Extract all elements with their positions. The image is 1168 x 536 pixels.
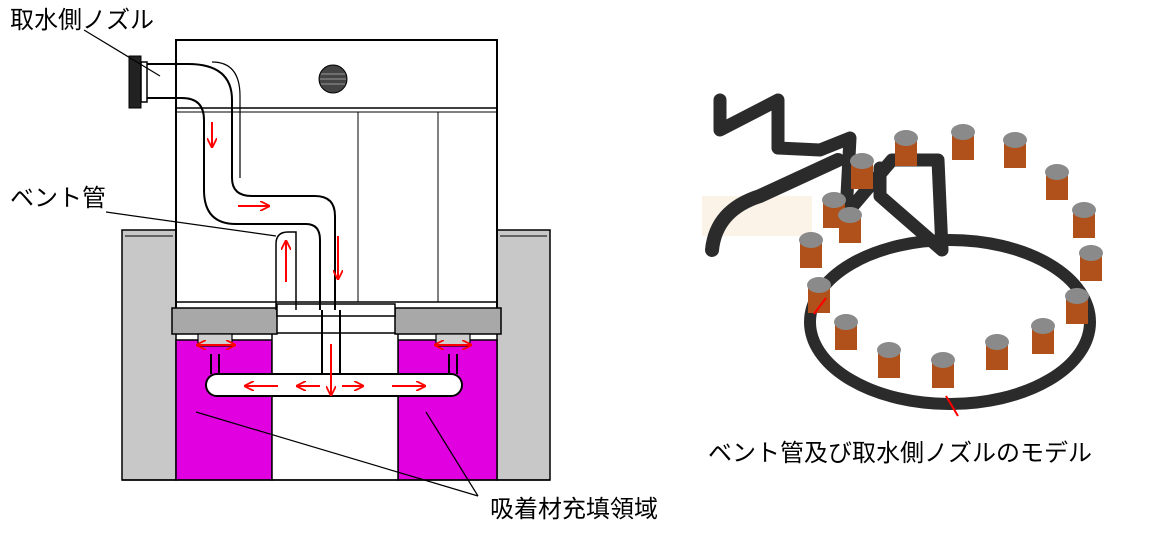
- adsorbent-region-left: [175, 339, 273, 481]
- model-nozzles: [799, 124, 1103, 388]
- model-nozzle: [807, 277, 831, 313]
- model-caption: ベント管及び取水側ノズルのモデル: [708, 439, 1092, 467]
- model-vent-pipe: [713, 93, 949, 257]
- right-outer-wall: [496, 229, 551, 481]
- leader-line-adsorbent-left: [195, 411, 479, 497]
- center-column: [271, 332, 399, 481]
- flow-arrows: [198, 122, 470, 394]
- vent-pipe: [147, 63, 336, 310]
- model-nozzle: [834, 314, 858, 350]
- model-nozzle: [799, 232, 823, 268]
- leader-line-nozzle: [83, 29, 161, 77]
- model-nozzle: [985, 334, 1009, 370]
- model-nozzle: [1072, 202, 1096, 238]
- model-nozzle: [894, 130, 918, 166]
- cross-section-diagram: [83, 29, 551, 497]
- model-nozzle: [1031, 318, 1055, 354]
- leader-line-adsorbent-right: [425, 411, 479, 497]
- model-nozzle: [1079, 245, 1103, 281]
- model-nozzle: [877, 342, 901, 378]
- intake-nozzle-label: 取水側ノズル: [10, 6, 154, 34]
- vent-pipe-label: ベント管: [10, 184, 106, 212]
- model-nozzle: [838, 207, 862, 243]
- upper-housing: [175, 39, 498, 308]
- model-nozzle: [850, 153, 874, 189]
- model-nozzle: [931, 352, 955, 388]
- ring-header: [205, 373, 463, 397]
- left-outer-wall: [121, 229, 177, 481]
- model-nozzle: [1045, 164, 1069, 200]
- model-nozzle: [1065, 288, 1089, 324]
- support-plate-right: [394, 307, 502, 335]
- model-illustration: [702, 93, 1103, 417]
- leader-line-vent: [105, 211, 277, 237]
- adsorbent-region-label: 吸着材充填領域: [490, 495, 658, 523]
- support-plate-left: [171, 307, 278, 335]
- model-nozzle: [951, 124, 975, 160]
- model-nozzle: [1003, 132, 1027, 168]
- adsorbent-region-right: [397, 339, 498, 481]
